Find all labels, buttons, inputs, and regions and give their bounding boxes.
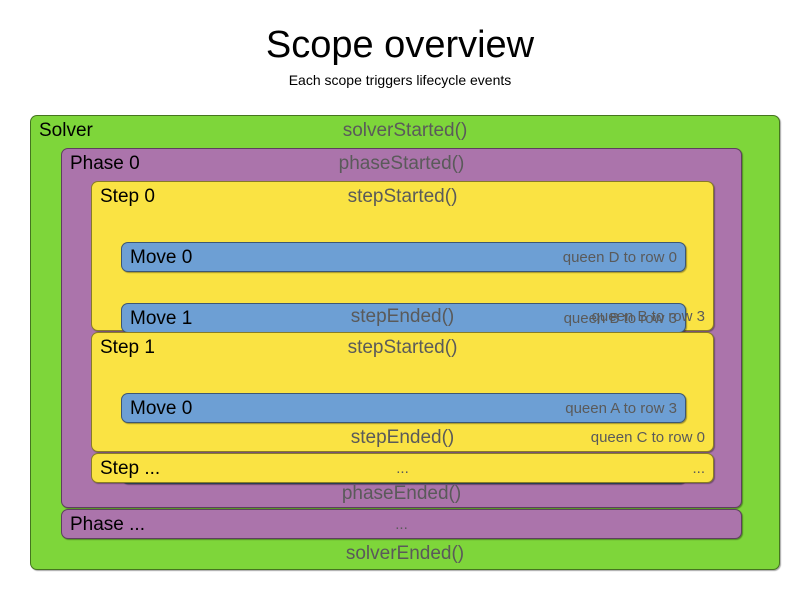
phase-0-label: Phase 0 — [70, 153, 140, 174]
phase-ellipsis-row: Phase ... ... — [62, 510, 741, 540]
title-block: Scope overview Each scope triggers lifec… — [0, 0, 800, 90]
step-1-header-row: Step 1 stepStarted() — [92, 333, 713, 363]
step-ellipsis-row: Step ... ... ... — [92, 454, 713, 484]
phase-0-started-event: phaseStarted() — [338, 153, 465, 174]
move-label: Move 0 — [130, 398, 193, 419]
phase-0-scope[interactable]: Phase 0 phaseStarted() Step 0 stepStarte… — [61, 148, 742, 508]
step-ellipsis-right: ... — [692, 460, 705, 477]
move-detail: queen D to row 0 — [562, 249, 677, 266]
move-row[interactable]: Move 0 queen A to row 3 — [121, 393, 686, 423]
solver-started-event: solverStarted() — [342, 120, 468, 141]
phase-0-ended-event: phaseEnded() — [341, 483, 462, 504]
solver-scope[interactable]: Solver solverStarted() Phase 0 phaseStar… — [30, 115, 780, 570]
move-row[interactable]: Move 0 queen D to row 0 — [121, 242, 686, 272]
step-1-label: Step 1 — [100, 337, 155, 358]
phase-ellipsis-center: ... — [395, 516, 408, 533]
phase-ellipsis-label: Phase ... — [70, 514, 145, 535]
step-ellipsis-center: ... — [396, 460, 409, 477]
move-detail: queen B to row 3 — [563, 310, 677, 327]
page-subtitle: Each scope triggers lifecycle events — [288, 72, 512, 88]
move-detail: queen A to row 3 — [565, 400, 677, 417]
step-1-ended-detail: queen C to row 0 — [590, 429, 705, 446]
step-0-ended-event: stepEnded() — [350, 306, 455, 327]
step-0-ended-row: stepEnded() queen B to row 3 — [92, 302, 713, 332]
solver-header-row: Solver solverStarted() — [31, 116, 779, 147]
step-1-ended-row: stepEnded() queen C to row 0 — [92, 423, 713, 453]
step-1-ended-event: stepEnded() — [350, 427, 455, 448]
move-row[interactable]: Move 1 queen B to row 3 — [121, 303, 686, 333]
step-0-header-row: Step 0 stepStarted() — [92, 182, 713, 212]
step-0-label: Step 0 — [100, 186, 155, 207]
step-ellipsis-label: Step ... — [100, 458, 161, 479]
step-0-ended-detail: queen B to row 3 — [591, 308, 705, 325]
move-label: Move 1 — [130, 308, 193, 329]
step-1-started-event: stepStarted() — [347, 337, 458, 358]
step-ellipsis-scope[interactable]: Step ... ... ... — [91, 453, 714, 483]
solver-label: Solver — [39, 120, 93, 141]
solver-ended-event: solverEnded() — [345, 543, 465, 564]
phase-0-ended-row: phaseEnded() — [62, 479, 741, 509]
move-label: Move 0 — [130, 247, 193, 268]
phase-0-header-row: Phase 0 phaseStarted() — [62, 149, 741, 180]
phase-ellipsis-scope[interactable]: Phase ... ... — [61, 509, 742, 539]
step-0-scope[interactable]: Step 0 stepStarted() Move 0 queen D to r… — [91, 181, 714, 394]
page-title: Scope overview — [265, 24, 535, 66]
step-1-scope[interactable]: Step 1 stepStarted() Move 0 queen A to r… — [91, 332, 714, 484]
step-0-started-event: stepStarted() — [347, 186, 458, 207]
solver-ended-row: solverEnded() — [31, 539, 779, 569]
